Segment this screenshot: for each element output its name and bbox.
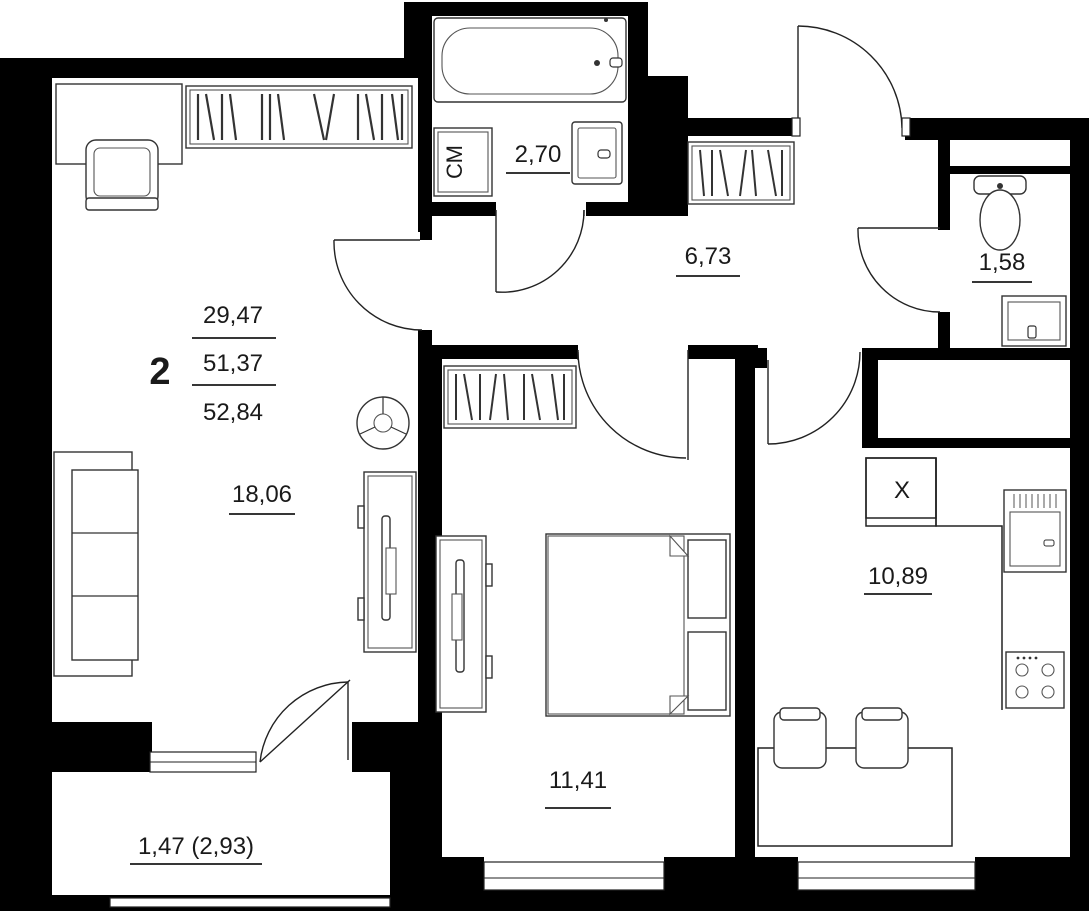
bathroom-sink bbox=[571, 121, 623, 185]
dining-table bbox=[757, 747, 953, 847]
dining-chair-right bbox=[855, 707, 909, 769]
stove-hood-label: X bbox=[894, 477, 910, 504]
kitchen-counter: X bbox=[865, 457, 1003, 710]
total-area-with-balcony: 52,84 bbox=[203, 399, 263, 426]
windows bbox=[109, 751, 976, 908]
living-room-area: 18,06 bbox=[232, 481, 292, 508]
tv-stand bbox=[357, 471, 417, 653]
washing-machine: СМ bbox=[433, 127, 493, 197]
wardrobe-living bbox=[185, 85, 413, 149]
dining-chair-left bbox=[773, 707, 827, 769]
bathroom-area: 2,70 bbox=[515, 141, 562, 168]
toilet bbox=[973, 175, 1027, 251]
balcony-area: 1,47 (2,93) bbox=[138, 833, 254, 860]
bathtub bbox=[433, 17, 627, 103]
room-labels: 18,06 2,70 6,73 1,58 11,41 10,89 1,47 (2… bbox=[130, 141, 1032, 865]
toilet-sink bbox=[1001, 295, 1067, 347]
wardrobe-hall bbox=[687, 141, 795, 205]
office-chair bbox=[85, 139, 159, 211]
floor-lamp bbox=[356, 396, 410, 450]
washing-machine-label: СМ bbox=[442, 145, 467, 179]
rooms-count: 2 bbox=[149, 351, 170, 393]
apartment-summary: 2 29,47 51,37 52,84 bbox=[149, 302, 276, 426]
bedroom-area: 11,41 bbox=[549, 767, 607, 794]
sofa bbox=[53, 451, 139, 677]
toilet-area: 1,58 bbox=[979, 249, 1026, 276]
stove bbox=[1005, 651, 1065, 709]
doors bbox=[259, 25, 941, 763]
bedroom-dresser bbox=[435, 535, 493, 713]
total-area: 51,37 bbox=[203, 350, 263, 377]
bed bbox=[545, 533, 731, 717]
kitchen-area: 10,89 bbox=[868, 563, 928, 590]
hallway-area: 6,73 bbox=[685, 243, 732, 270]
wardrobe-bedroom bbox=[443, 365, 577, 429]
kitchen-sink bbox=[1003, 489, 1067, 573]
living-area: 29,47 bbox=[203, 302, 263, 329]
